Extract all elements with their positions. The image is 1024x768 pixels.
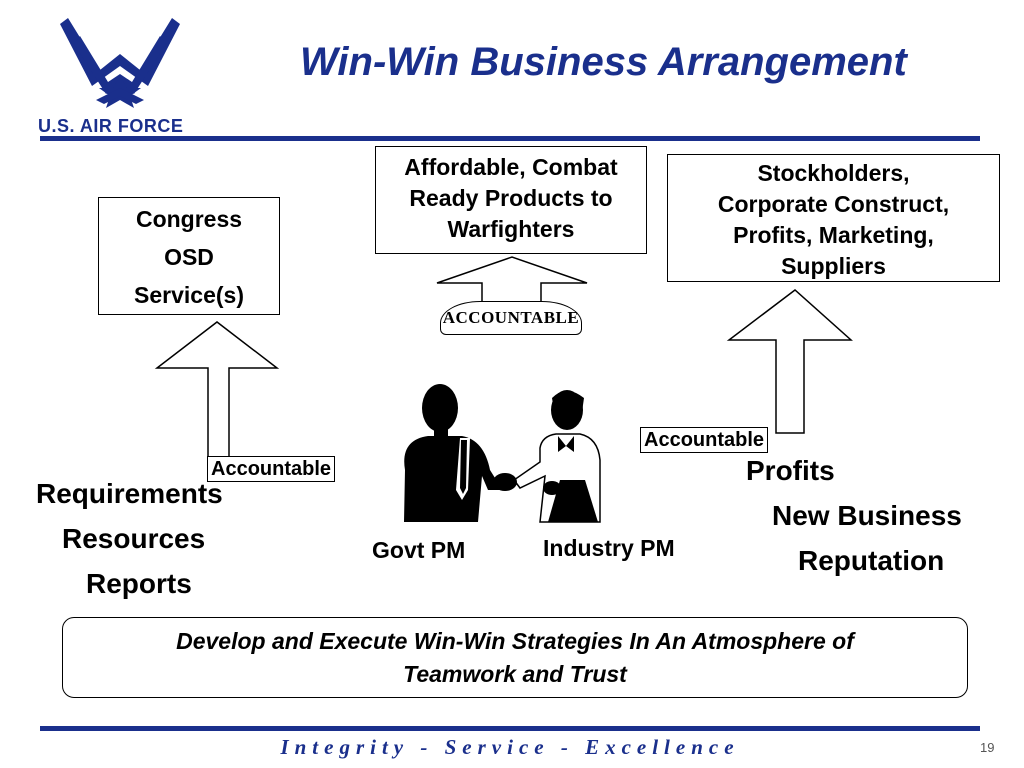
motto-box: Develop and Execute Win-Win Strategies I… <box>62 617 968 698</box>
affordable-products-box: Affordable, Combat Ready Products to War… <box>375 146 647 254</box>
air-force-wings-logo <box>60 18 180 108</box>
congress-osd-box: Congress OSD Service(s) <box>98 197 280 315</box>
left-list-item: Requirements <box>36 478 223 509</box>
box-line: Service(s) <box>134 282 244 308</box>
right-up-arrow <box>726 289 853 434</box>
air-force-wordmark: U.S. AIR FORCE <box>38 116 184 136</box>
accountable-label-left: Accountable <box>207 456 336 482</box>
box-line: Stockholders, <box>757 160 910 186</box>
left-list-item: Resources <box>62 523 206 554</box>
bottom-divider <box>40 726 980 731</box>
right-list-item: New Business <box>772 500 962 531</box>
accountable-label-right: Accountable <box>640 427 769 453</box>
left-up-arrow <box>154 321 280 471</box>
top-divider <box>40 136 980 141</box>
right-list-item: Profits <box>746 455 835 486</box>
industry-pm-label: Industry PM <box>543 535 675 561</box>
handshake-figures <box>404 384 601 523</box>
box-line: OSD <box>164 244 214 270</box>
box-line: Suppliers <box>781 253 886 279</box>
left-list-item: Reports <box>86 568 192 599</box>
motto-line: Teamwork and Trust <box>403 661 627 687</box>
govt-pm-label: Govt PM <box>372 537 466 563</box>
motto-line: Develop and Execute Win-Win Strategies I… <box>176 628 854 654</box>
right-list-item: Reputation <box>798 545 945 576</box>
accountable-arc-label: ACCOUNTABLE <box>440 301 582 335</box>
page-number: 19 <box>980 740 995 755</box>
box-line: Ready Products to <box>409 185 613 211</box>
footer-core-values: Integrity - Service - Excellence <box>280 735 740 759</box>
box-line: Congress <box>135 206 243 232</box>
box-line: Warfighters <box>447 216 575 242</box>
box-line: Affordable, Combat <box>404 154 618 180</box>
slide-title: Win-Win Business Arrangement <box>300 40 907 84</box>
box-line: Corporate Construct, <box>717 191 950 217</box>
box-line: Profits, Marketing, <box>733 222 934 248</box>
stockholders-box: Stockholders, Corporate Construct, Profi… <box>667 154 1000 282</box>
